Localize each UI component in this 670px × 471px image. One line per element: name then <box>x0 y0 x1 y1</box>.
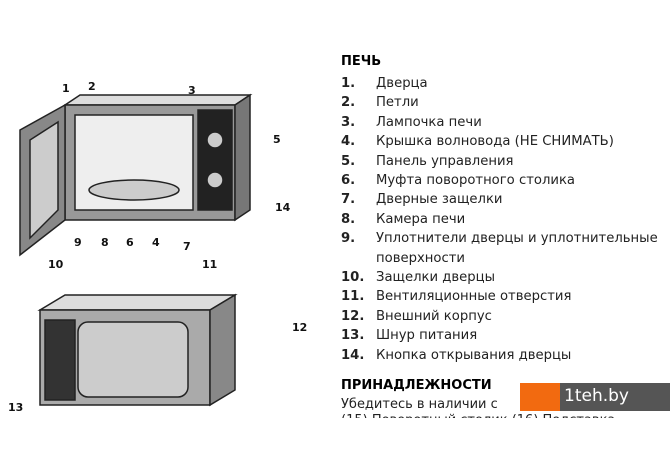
item-text: Лампочка печи <box>376 114 482 130</box>
item-text: Камера печи <box>376 211 466 227</box>
accessories-text: Убедитесь в наличии с <box>341 397 498 412</box>
item-text: Уплотнители дверцы и уплотнительные пове… <box>376 231 658 266</box>
item-number: 13. <box>341 328 365 344</box>
list-item: 7. Дверные защелки <box>341 190 670 209</box>
label-12: 12 <box>292 321 308 334</box>
item-number: 6. <box>341 173 356 189</box>
label-13: 13 <box>8 401 24 414</box>
label-8: 8 <box>101 236 109 249</box>
list-item: 8. Камера печи <box>341 210 670 229</box>
item-number: 12. <box>341 308 365 324</box>
item-text: Шнур питания <box>376 328 478 344</box>
list-item: 13. Шнур питания <box>341 326 670 345</box>
label-14: 14 <box>275 201 291 214</box>
label-5: 5 <box>273 133 281 146</box>
microwave-open-diagram <box>19 93 253 257</box>
item-text: Внешний корпус <box>376 308 492 324</box>
item-number: 11. <box>341 289 365 305</box>
label-7: 7 <box>183 240 191 253</box>
label-6: 6 <box>126 236 134 249</box>
list-item: 14. Кнопка открывания дверцы <box>341 346 670 365</box>
accessories-title: ПРИНАДЛЕЖНОСТИ <box>341 378 492 393</box>
item-text: Вентиляционные отверстия <box>376 289 572 305</box>
item-number: 8. <box>341 211 356 227</box>
label-2: 2 <box>88 80 96 93</box>
item-text: Кнопка открывания дверцы <box>376 347 572 363</box>
section-title: ПЕЧЬ <box>341 54 382 69</box>
list-item: 4. Крышка волновода (НЕ СНИМАТЬ) <box>341 132 670 151</box>
item-text: Дверца <box>376 76 428 91</box>
list-item: 3. Лампочка печи <box>341 113 670 132</box>
accessories-cut-text: (15) Поворотный столик (16) Подставка <box>341 413 615 418</box>
item-number: 2. <box>341 95 356 111</box>
label-3: 3 <box>188 84 196 97</box>
list-item: 6. Муфта поворотного столика <box>341 171 670 190</box>
item-text: Крышка волновода (НЕ СНИМАТЬ) <box>376 134 614 150</box>
label-11: 11 <box>202 258 218 271</box>
label-9: 9 <box>74 236 82 249</box>
parts-list: 1. Дверца 2. Петли 3. Лампочка печи 4. Крышка в… <box>341 74 670 365</box>
label-4: 4 <box>152 236 160 249</box>
label-1: 1 <box>62 82 70 95</box>
label-10: 10 <box>48 258 64 271</box>
item-text: Дверные защелки <box>376 192 503 208</box>
list-item: 11. Вентиляционные отверстия <box>341 287 670 306</box>
item-number: 7. <box>341 192 356 208</box>
item-number: 10. <box>341 270 365 286</box>
item-number: 9. <box>341 231 356 247</box>
watermark: 1teh.by <box>520 383 670 411</box>
item-number: 1. <box>341 76 356 91</box>
item-number: 5. <box>341 153 356 169</box>
list-item: 5. Панель управления <box>341 152 670 171</box>
item-number: 4. <box>341 134 356 150</box>
item-number: 14. <box>341 347 365 363</box>
microwave-back-diagram <box>37 293 238 407</box>
item-text: Муфта поворотного столика <box>376 173 575 189</box>
list-item: 10. Защелки дверцы <box>341 268 670 287</box>
list-item: 1. Дверца <box>341 74 670 93</box>
item-text: Петли <box>376 95 419 111</box>
list-item: 12. Внешний корпус <box>341 307 670 326</box>
list-item: 9. Уплотнители дверцы и уплотнительные по… <box>341 229 670 268</box>
item-text: Панель управления <box>376 153 514 169</box>
item-number: 3. <box>341 114 356 130</box>
list-item: 2. Петли <box>341 93 670 112</box>
item-text: Защелки дверцы <box>376 270 495 286</box>
